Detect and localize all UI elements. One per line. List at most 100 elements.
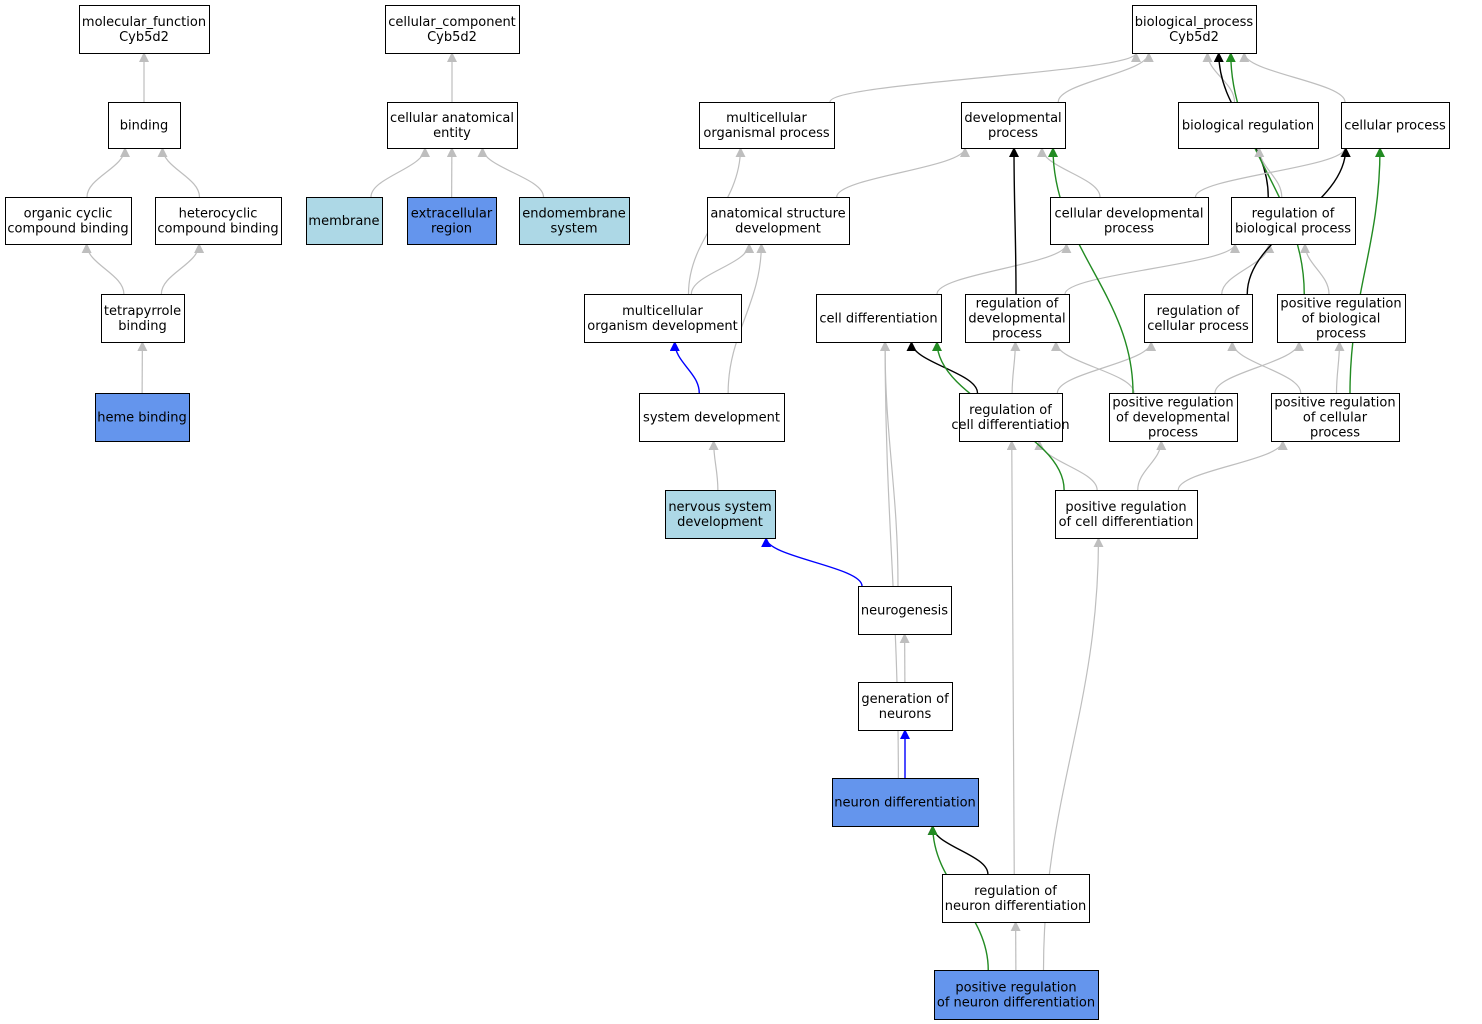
node-neurd[interactable]: neuron differentiation — [832, 778, 979, 827]
node-label-devp-line-0: developmental — [964, 111, 1061, 126]
node-cellp[interactable]: cellular process — [1341, 102, 1450, 149]
node-membrane[interactable]: membrane — [306, 197, 383, 245]
node-box-prnd[interactable] — [934, 970, 1099, 1020]
node-box-devp[interactable] — [961, 102, 1066, 149]
edge-prcp-to-prbp — [1334, 341, 1345, 394]
node-heme[interactable]: heme binding — [95, 393, 190, 442]
edge-prdp-to-rdp — [1051, 341, 1135, 394]
node-label-prnd-line-1: of neuron differentiation — [937, 996, 1095, 1011]
node-label-extra-line-0: extracellular — [411, 207, 493, 222]
node-box-genn[interactable] — [858, 682, 953, 731]
node-box-cellp[interactable] — [1341, 102, 1450, 149]
node-box-prbp[interactable] — [1277, 294, 1406, 343]
node-box-asd[interactable] — [707, 197, 850, 245]
node-box-prcd[interactable] — [1055, 490, 1198, 539]
node-sysdev[interactable]: system development — [639, 393, 785, 442]
node-box-cc[interactable] — [385, 5, 520, 54]
node-label-breg-line-0: biological regulation — [1182, 119, 1314, 134]
node-label-mop-line-0: multicellular — [726, 111, 807, 126]
node-box-binding[interactable] — [108, 102, 181, 149]
node-box-sysdev[interactable] — [639, 393, 785, 442]
node-box-mop[interactable] — [699, 102, 835, 149]
node-box-hcb[interactable] — [155, 197, 282, 245]
node-label-cellp-line-0: cellular process — [1344, 119, 1446, 134]
node-box-ocb[interactable] — [5, 197, 132, 245]
node-box-rcp[interactable] — [1144, 294, 1253, 343]
node-box-cae[interactable] — [387, 102, 518, 149]
edge-rcd-to-rdp — [1010, 341, 1021, 394]
node-label-prcp-line-1: of cellular — [1303, 411, 1368, 426]
node-label-binding-line-0: binding — [120, 119, 168, 134]
node-label-bp-line-0: biological_process — [1135, 15, 1254, 30]
edge-celldiff-to-cdp — [936, 243, 1072, 295]
node-box-membrane[interactable] — [306, 197, 383, 245]
node-box-heme[interactable] — [95, 393, 190, 442]
node-box-rdp[interactable] — [965, 294, 1070, 343]
node-label-rbp-line-0: regulation of — [1252, 207, 1335, 222]
node-box-rcd[interactable] — [959, 393, 1063, 442]
node-box-neurog[interactable] — [858, 586, 952, 635]
node-label-rnd-line-0: regulation of — [974, 884, 1057, 899]
node-box-cdp[interactable] — [1050, 197, 1209, 245]
node-label-hcb-line-1: compound binding — [157, 222, 278, 237]
node-box-prcp[interactable] — [1271, 393, 1400, 442]
node-label-devp-line-1: process — [988, 126, 1038, 141]
node-box-bp[interactable] — [1132, 5, 1257, 54]
node-box-breg[interactable] — [1178, 102, 1319, 149]
node-label-heme-line-0: heme binding — [97, 411, 187, 426]
edge-devp-to-bp — [1057, 52, 1154, 103]
node-label-asd-line-1: development — [735, 222, 821, 237]
edge-hcb-to-binding — [157, 147, 201, 198]
node-box-rbp[interactable] — [1231, 197, 1356, 245]
node-label-rbp-line-1: biological process — [1235, 222, 1351, 237]
node-label-tetra-line-1: binding — [118, 319, 166, 334]
node-box-extra[interactable] — [407, 197, 497, 245]
edge-rbp-to-breg — [1254, 147, 1283, 198]
node-box-mod[interactable] — [584, 294, 742, 343]
node-celldiff[interactable]: cell differentiation — [816, 294, 942, 343]
node-box-rnd[interactable] — [942, 874, 1090, 923]
node-box-prdp[interactable] — [1109, 393, 1238, 442]
edge-prdp-to-prbp — [1214, 341, 1304, 394]
node-label-rcp-line-1: cellular process — [1147, 319, 1249, 334]
node-box-tetra[interactable] — [101, 294, 185, 343]
node-box-nsd[interactable] — [665, 490, 776, 539]
node-neurog[interactable]: neurogenesis — [858, 586, 952, 635]
node-box-mf[interactable] — [79, 5, 210, 54]
node-box-celldiff[interactable] — [816, 294, 942, 343]
node-label-sysdev-line-0: system development — [643, 411, 780, 426]
node-label-endo-line-1: system — [551, 222, 598, 237]
edge-prcd-to-rcd — [1034, 440, 1098, 491]
node-box-neurd[interactable] — [832, 778, 979, 827]
node-box-endo[interactable] — [519, 197, 630, 245]
node-breg[interactable]: biological regulation — [1178, 102, 1319, 149]
node-binding[interactable]: binding — [108, 102, 181, 149]
node-label-prnd-line-0: positive regulation — [955, 981, 1076, 996]
